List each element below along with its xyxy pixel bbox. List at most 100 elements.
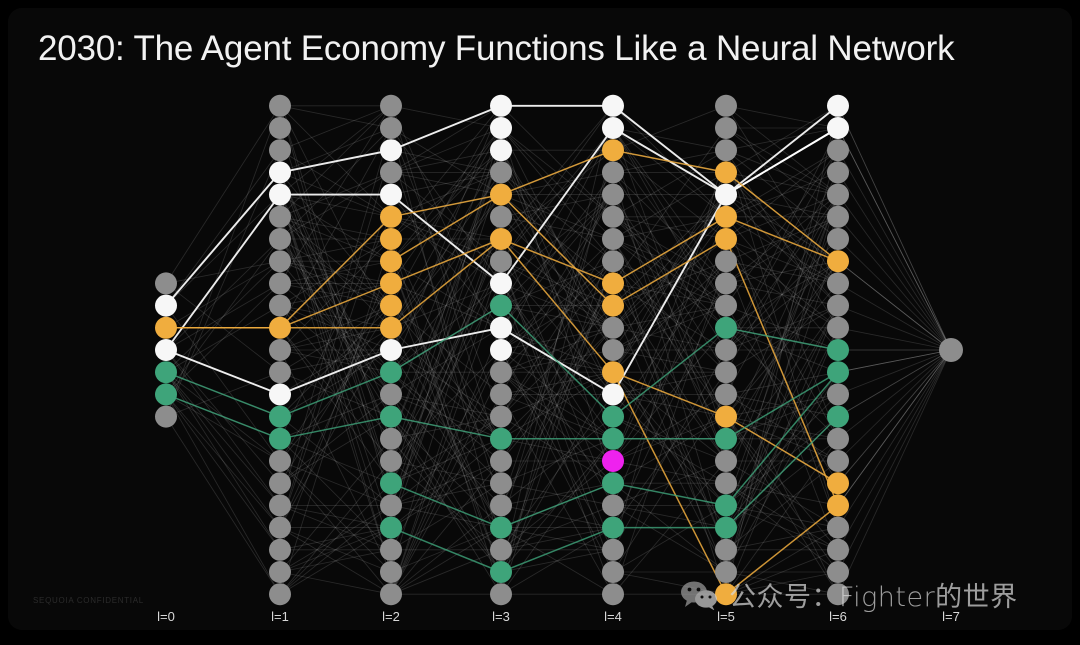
network-node bbox=[269, 161, 291, 184]
network-node bbox=[490, 228, 512, 250]
network-node bbox=[715, 516, 737, 539]
network-node bbox=[827, 205, 849, 228]
network-node bbox=[827, 250, 849, 273]
network-node bbox=[380, 383, 402, 406]
network-node bbox=[715, 538, 737, 561]
network-node bbox=[380, 405, 402, 428]
network-node bbox=[269, 316, 291, 339]
network-node bbox=[380, 561, 402, 583]
network-node bbox=[490, 205, 512, 228]
network-node bbox=[490, 450, 512, 472]
network-node bbox=[269, 450, 291, 472]
network-node bbox=[602, 472, 624, 495]
network-node bbox=[715, 183, 737, 206]
network-node bbox=[827, 405, 849, 428]
neural-network-diagram bbox=[155, 94, 963, 606]
network-node bbox=[155, 383, 177, 406]
network-node bbox=[715, 139, 737, 162]
network-node bbox=[602, 294, 624, 317]
network-node bbox=[827, 183, 849, 206]
network-node bbox=[827, 472, 849, 495]
network-node bbox=[380, 494, 402, 517]
network-node bbox=[380, 583, 402, 606]
network-node bbox=[827, 383, 849, 406]
network-node bbox=[602, 316, 624, 339]
network-node bbox=[490, 516, 512, 539]
network-node bbox=[155, 405, 177, 428]
network-node bbox=[490, 472, 512, 495]
network-node bbox=[490, 272, 512, 295]
network-node bbox=[380, 161, 402, 184]
network-node bbox=[715, 450, 737, 472]
network-node bbox=[715, 294, 737, 317]
network-node bbox=[602, 361, 624, 384]
network-node bbox=[269, 272, 291, 295]
network-node bbox=[715, 405, 737, 428]
layer-label-7: l=7 bbox=[942, 609, 960, 624]
layer-label-2: l=2 bbox=[382, 609, 400, 624]
network-node bbox=[827, 316, 849, 339]
network-node bbox=[827, 117, 849, 139]
network-node bbox=[380, 450, 402, 472]
network-node bbox=[490, 339, 512, 361]
network-node bbox=[490, 361, 512, 384]
network-node bbox=[380, 472, 402, 495]
network-node bbox=[715, 205, 737, 228]
network-node bbox=[602, 94, 624, 117]
network-node bbox=[269, 583, 291, 606]
layer-label-0: l=0 bbox=[157, 609, 175, 624]
slide-frame: 2030: The Agent Economy Functions Like a… bbox=[8, 8, 1072, 630]
network-node bbox=[269, 427, 291, 450]
network-node bbox=[827, 494, 849, 517]
network-node bbox=[715, 494, 737, 517]
network-node bbox=[269, 205, 291, 228]
network-node bbox=[827, 561, 849, 583]
network-node bbox=[939, 338, 963, 362]
network-node bbox=[269, 516, 291, 539]
network-node bbox=[490, 383, 512, 406]
network-node bbox=[490, 538, 512, 561]
network-node bbox=[827, 294, 849, 317]
network-node bbox=[602, 450, 624, 472]
network-node bbox=[380, 361, 402, 384]
layer-label-4: l=4 bbox=[604, 609, 622, 624]
network-node bbox=[827, 427, 849, 450]
network-node bbox=[827, 161, 849, 184]
network-node bbox=[380, 516, 402, 539]
network-node bbox=[715, 272, 737, 295]
network-node bbox=[602, 405, 624, 428]
network-node bbox=[269, 494, 291, 517]
network-node bbox=[715, 472, 737, 495]
network-node bbox=[155, 316, 177, 339]
network-node bbox=[490, 139, 512, 162]
network-node bbox=[602, 427, 624, 450]
network-node bbox=[269, 139, 291, 162]
network-node bbox=[269, 339, 291, 361]
network-node bbox=[380, 427, 402, 450]
network-node bbox=[715, 316, 737, 339]
network-node bbox=[155, 272, 177, 295]
confidential-note: SEQUOIA CONFIDENTIAL bbox=[33, 596, 144, 605]
network-node bbox=[715, 383, 737, 406]
network-node bbox=[827, 583, 849, 606]
network-node bbox=[380, 183, 402, 206]
network-node bbox=[715, 250, 737, 273]
network-node bbox=[715, 228, 737, 250]
network-node bbox=[269, 250, 291, 273]
edge-layer-highlighted bbox=[165, 104, 952, 595]
network-node bbox=[380, 538, 402, 561]
layer-label-5: l=5 bbox=[717, 609, 735, 624]
network-node bbox=[715, 583, 737, 606]
network-node bbox=[827, 339, 849, 361]
network-node bbox=[827, 139, 849, 162]
network-node bbox=[602, 561, 624, 583]
network-node bbox=[602, 205, 624, 228]
network-node bbox=[715, 94, 737, 117]
network-node bbox=[602, 228, 624, 250]
network-node bbox=[602, 494, 624, 517]
network-node bbox=[490, 117, 512, 139]
network-node bbox=[269, 561, 291, 583]
network-node bbox=[490, 316, 512, 339]
network-node bbox=[602, 383, 624, 406]
network-node bbox=[269, 361, 291, 384]
